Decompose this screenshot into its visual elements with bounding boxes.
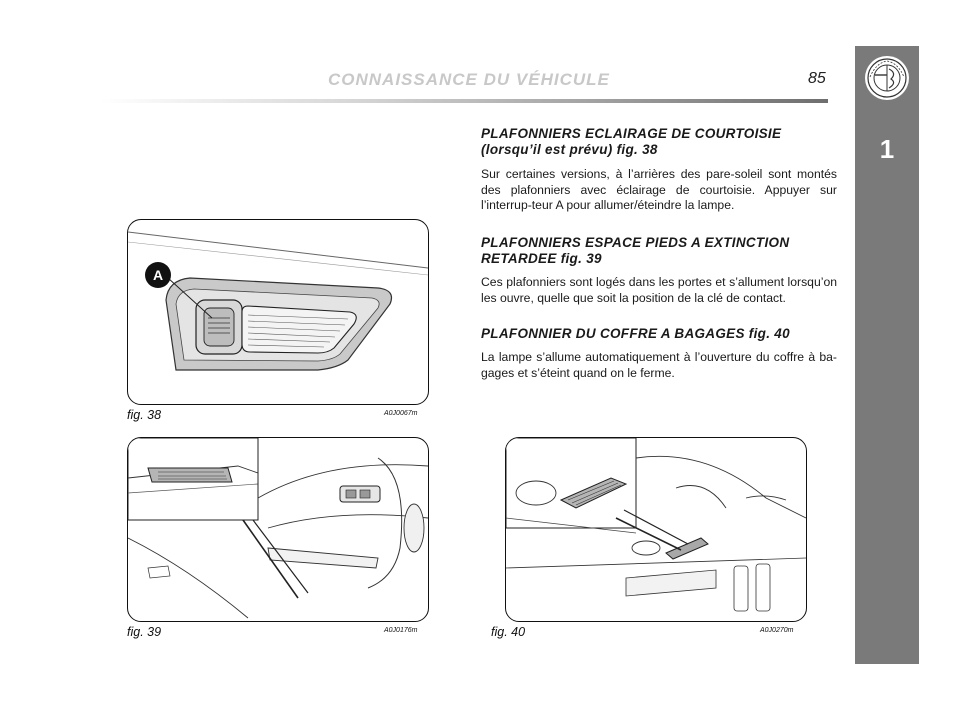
callout-a: A [153, 267, 163, 283]
section-title-line: (lorsqu’il est prévu) fig. 38 [481, 142, 658, 157]
courtesy-light-illustration: A [128, 231, 428, 371]
figure-39-code: A0J0176m [384, 627, 418, 634]
figure-38-label: fig. 38 [127, 408, 162, 422]
boot-light-illustration [506, 438, 806, 612]
figure-39-footwell-light [127, 437, 429, 622]
chapter-number: 1 [879, 134, 895, 164]
figure-40-code: A0J0270m [760, 627, 794, 634]
section-title-courtesy-lights: PLAFONNIERS ECLAIRAGE DE COURTOISIE (lor… [481, 126, 841, 158]
figure-38-code: A0J0067m [384, 410, 418, 417]
door-footwell-illustration [128, 438, 428, 619]
section-title-line: PLAFONNIER DU COFFRE A BAGAGES fig. 40 [481, 326, 790, 341]
section-title-line: RETARDEE fig. 39 [481, 251, 602, 266]
figure-38-courtesy-light: A [127, 219, 429, 405]
header-rule [100, 99, 828, 103]
page-number: 85 [808, 70, 826, 87]
section-title-line: PLAFONNIERS ECLAIRAGE DE COURTOISIE [481, 126, 782, 141]
figure-40-boot-light [505, 437, 807, 622]
figure-39-label: fig. 39 [127, 625, 162, 639]
running-header-title: CONNAISSANCE DU VÉHICULE [328, 70, 610, 89]
section-title-line: PLAFONNIERS ESPACE PIEDS A EXTINCTION [481, 235, 790, 250]
section-body-boot-light: La lampe s’allume automatiquement à l’ou… [481, 350, 837, 380]
section-body-footwell-lights: Ces plafonniers sont logés dans les port… [481, 275, 837, 305]
section-body-courtesy-lights: Sur certaines versions, à l’arrières des… [481, 167, 837, 212]
section-title-footwell-lights: PLAFONNIERS ESPACE PIEDS A EXTINCTION RE… [481, 235, 841, 267]
alfa-romeo-logo-icon [865, 56, 909, 100]
chapter-side-tab: 1 [855, 46, 919, 664]
section-title-boot-light: PLAFONNIER DU COFFRE A BAGAGES fig. 40 [481, 326, 841, 342]
figure-40-label: fig. 40 [491, 625, 526, 639]
